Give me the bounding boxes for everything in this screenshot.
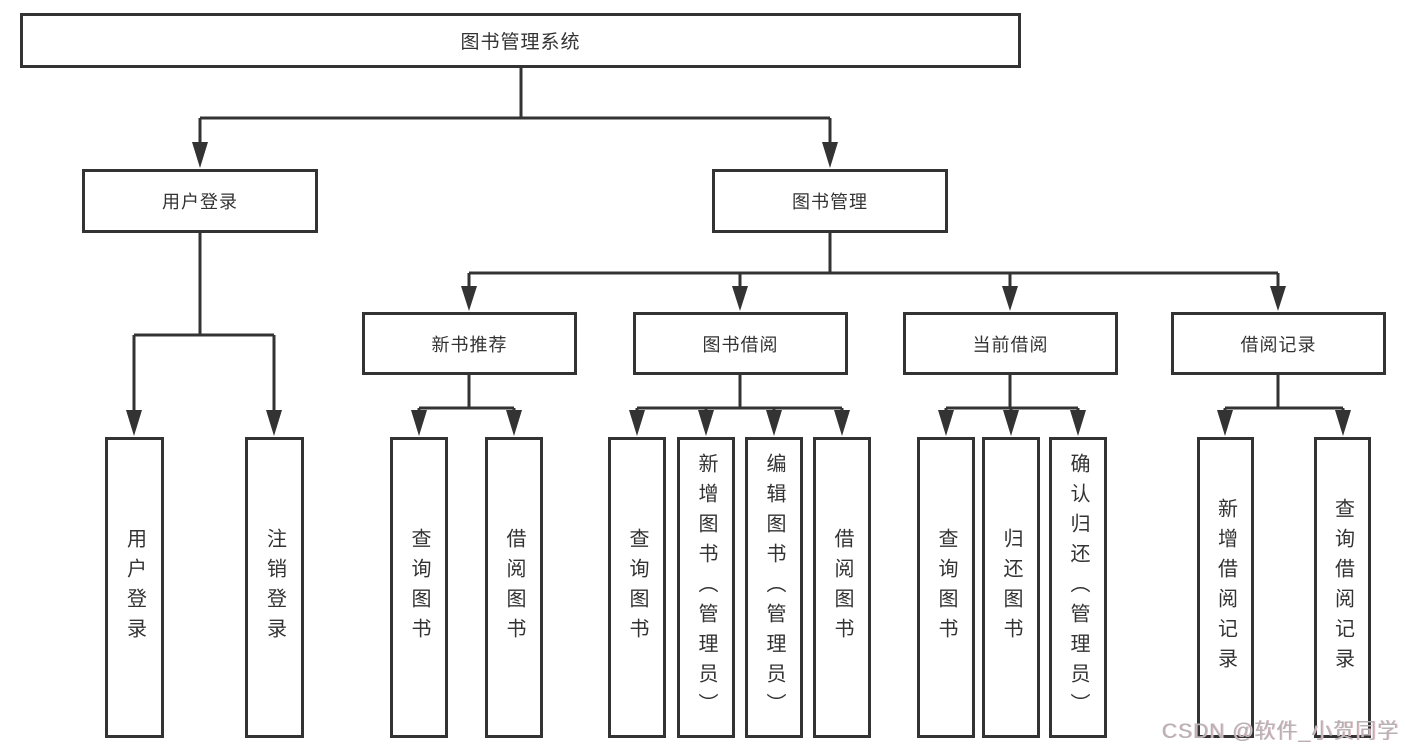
node-leaf-borrow-books-2: 借阅图书 [813, 437, 871, 738]
node-leaf-confirm-return-admin: 确认归还（管理员） [1049, 437, 1107, 738]
csdn-watermark: CSDN @软件_小贺同学 [1161, 720, 1399, 743]
leaf-label: 查询图书 [408, 527, 430, 648]
leaf-label: 用户登录 [123, 527, 146, 648]
node-current-borrow-label: 当前借阅 [972, 334, 1049, 355]
node-new-book-recommend: 新书推荐 [362, 312, 577, 375]
node-leaf-return-books: 归还图书 [982, 437, 1040, 738]
node-book-borrow: 图书借阅 [633, 312, 848, 375]
node-leaf-edit-books-admin: 编辑图书（管理员） [745, 437, 803, 738]
leaf-label: 新增图书（管理员） [695, 452, 717, 723]
leaf-label: 查询图书 [935, 527, 957, 648]
leaf-label: 借阅图书 [503, 527, 525, 648]
node-borrow-records-label: 借阅记录 [1240, 334, 1317, 355]
leaf-label: 注销登录 [263, 527, 286, 648]
leaf-label: 查询图书 [626, 527, 648, 648]
node-borrow-records: 借阅记录 [1171, 312, 1386, 375]
node-current-borrow: 当前借阅 [903, 312, 1118, 375]
leaf-label: 查询借阅记录 [1331, 497, 1354, 678]
leaf-label: 归还图书 [1000, 527, 1022, 648]
node-user-login: 用户登录 [82, 169, 318, 233]
node-book-borrow-label: 图书借阅 [702, 334, 779, 355]
node-leaf-add-borrow-record: 新增借阅记录 [1197, 437, 1254, 738]
node-root-label: 图书管理系统 [460, 32, 581, 53]
node-book-management-label: 图书管理 [792, 192, 868, 212]
leaf-label: 新增借阅记录 [1214, 497, 1237, 678]
node-user-login-label: 用户登录 [162, 192, 238, 212]
node-leaf-add-books-admin: 新增图书（管理员） [677, 437, 735, 738]
leaf-label: 编辑图书（管理员） [763, 452, 785, 723]
node-book-management: 图书管理 [712, 169, 948, 233]
node-leaf-query-books-3: 查询图书 [917, 437, 975, 738]
node-leaf-query-books-1: 查询图书 [390, 437, 448, 738]
node-leaf-logout: 注销登录 [245, 437, 304, 738]
leaf-label: 借阅图书 [831, 527, 853, 648]
node-leaf-borrow-books-1: 借阅图书 [485, 437, 543, 738]
node-new-book-recommend-label: 新书推荐 [431, 334, 508, 355]
node-leaf-query-borrow-record: 查询借阅记录 [1314, 437, 1371, 738]
leaf-label: 确认归还（管理员） [1067, 452, 1089, 723]
node-root: 图书管理系统 [20, 13, 1021, 68]
node-leaf-query-books-2: 查询图书 [608, 437, 666, 738]
node-leaf-user-login: 用户登录 [105, 437, 164, 738]
